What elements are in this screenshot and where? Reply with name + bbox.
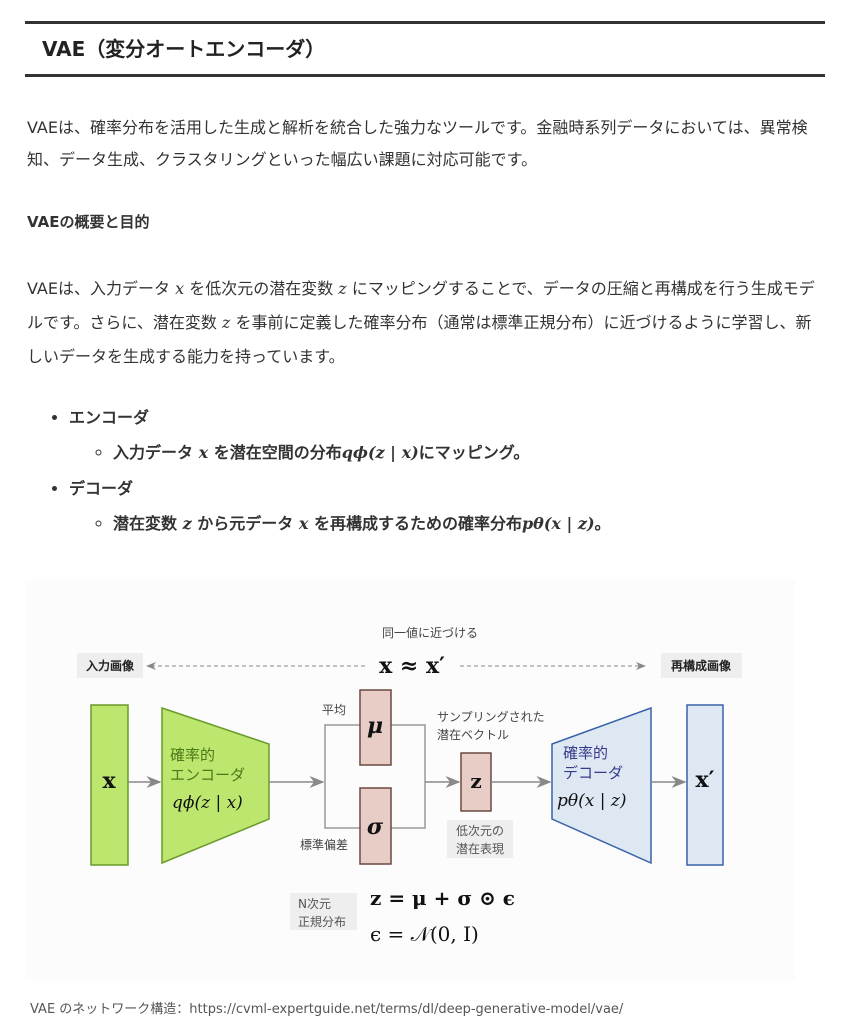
decoder-formula: pθ(x | z) bbox=[557, 791, 626, 811]
title-text: VAE（変分オートエンコーダ） bbox=[42, 37, 326, 61]
section-title: VAE（変分オートエンコーダ） bbox=[25, 21, 825, 77]
z-label: z bbox=[470, 769, 481, 793]
input-label: 入力画像 bbox=[86, 658, 135, 673]
normal-box bbox=[290, 893, 357, 930]
encoder-label-2: エンコーダ bbox=[170, 766, 245, 784]
output-x-box bbox=[686, 704, 724, 866]
z-box bbox=[460, 752, 492, 812]
list-subitem: 潜在変数 z から元データ x を再構成するための確率分布pθ(x | z)。 bbox=[113, 506, 847, 542]
equation-epsilon: ϵ = 𝒩(0, I) bbox=[370, 922, 479, 946]
encoder-label-1: 確率的 bbox=[170, 746, 215, 764]
lowdim-label-1: 低次元の bbox=[456, 824, 504, 838]
component-list: エンコーダ 入力データ x を潜在空間の分布qϕ(z | x)にマッピング。 デ… bbox=[45, 400, 829, 542]
mu-label: μ bbox=[367, 713, 383, 739]
approach-label: 同一値に近づける bbox=[382, 625, 478, 640]
vae-network-diagram: 同一値に近づける 入力画像 x ≈ x′ 再構成画像 x 確率的 エンコーダ q… bbox=[25, 580, 795, 980]
figure-caption: VAE のネットワーク構造：https://cvml-expertguide.n… bbox=[30, 1002, 624, 1017]
input-x-label: x bbox=[102, 768, 116, 794]
overview-paragraph: VAEは、入力データ x を低次元の潜在変数 z にマッピングすることで、データ… bbox=[27, 279, 815, 366]
sigma-label: σ bbox=[367, 814, 384, 840]
decoder-label-2: デコーダ bbox=[563, 764, 623, 782]
mu-box bbox=[359, 689, 392, 766]
decoder-shape bbox=[551, 706, 652, 865]
list-subitem: 入力データ x を潜在空間の分布qϕ(z | x)にマッピング。 bbox=[113, 435, 847, 471]
list-item-decoder: デコーダ 潜在変数 z から元データ x を再構成するための確率分布pθ(x |… bbox=[69, 471, 829, 542]
decoder-label-1: 確率的 bbox=[563, 744, 608, 762]
approx-formula: x ≈ x′ bbox=[379, 653, 445, 679]
input-x-box bbox=[90, 704, 129, 866]
sampled-label-1: サンプリングされた bbox=[437, 710, 545, 724]
encoder-formula: qϕ(z | x) bbox=[172, 793, 243, 813]
std-label: 標準偏差 bbox=[300, 837, 348, 852]
subheading: VAEの概要と目的 bbox=[27, 213, 150, 231]
list-item-encoder: エンコーダ 入力データ x を潜在空間の分布qϕ(z | x)にマッピング。 bbox=[69, 400, 829, 471]
normal-label-1: N次元 bbox=[298, 897, 331, 911]
lowdim-box bbox=[447, 820, 513, 858]
normal-label-2: 正規分布 bbox=[298, 914, 346, 929]
encoder-shape bbox=[161, 706, 270, 865]
output-x-label: x′ bbox=[696, 767, 715, 793]
lowdim-label-2: 潜在表現 bbox=[456, 842, 504, 856]
sigma-box bbox=[359, 787, 392, 865]
sampled-label-2: 潜在ベクトル bbox=[437, 728, 509, 742]
output-label: 再構成画像 bbox=[671, 658, 732, 673]
equation-z: z = μ + σ ⊙ ϵ bbox=[370, 886, 515, 910]
mean-label: 平均 bbox=[322, 703, 346, 717]
intro-paragraph: VAEは、確率分布を活用した生成と解析を統合した強力なツールです。金融時系列デー… bbox=[27, 118, 808, 169]
input-label-box bbox=[77, 653, 143, 678]
output-label-box bbox=[661, 653, 742, 678]
